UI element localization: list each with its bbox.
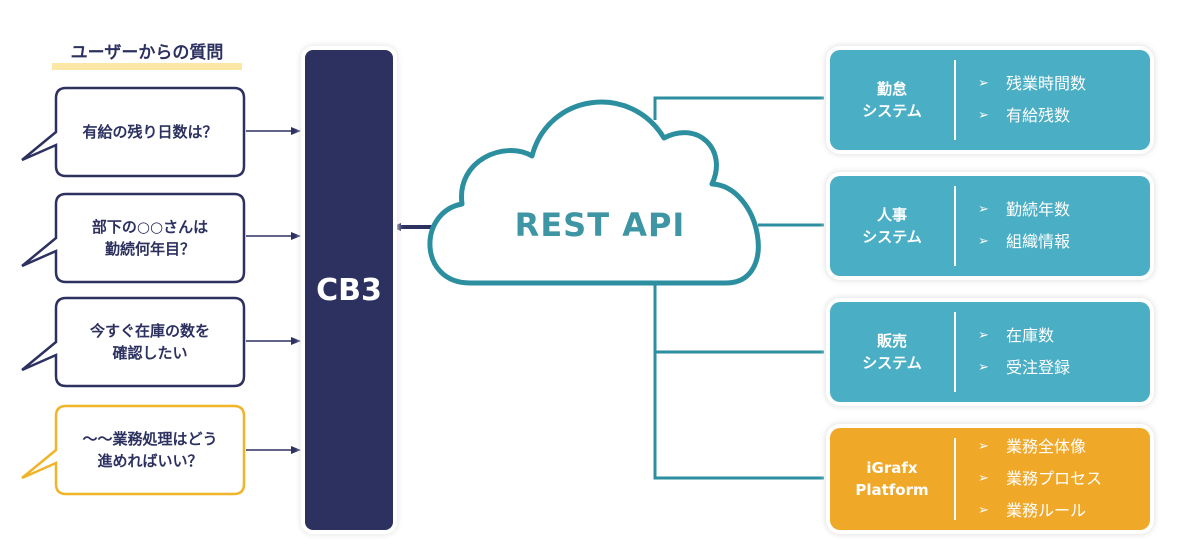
question-text-2: 部下の○○さんは 勤続何年目？: [91, 218, 209, 258]
divider: [954, 438, 956, 520]
system-box-igrafx: iGrafx Platform ➢業務全体像 ➢業務プロセス ➢業務ルール: [830, 428, 1150, 530]
cloud-shape: [427, 99, 761, 286]
system-box-hr: 人事 システム ➢勤続年数 ➢組織情報: [830, 176, 1150, 276]
arrowhead-bullet-icon: ➢: [978, 439, 989, 454]
arrowhead-bullet-icon: ➢: [978, 76, 989, 91]
list-item: ➢受注登録: [978, 352, 1150, 384]
arrowhead-bullet-icon: ➢: [978, 503, 989, 518]
arrowhead-bullet-icon: ➢: [978, 234, 989, 249]
system-name: 勤怠 システム: [862, 80, 922, 120]
arrowhead-bullet-icon: ➢: [978, 328, 989, 343]
question-text-4: ～～業務処理はどう 進めればいい？: [82, 430, 218, 470]
arrowhead-bullet-icon: ➢: [978, 202, 989, 217]
list-item: ➢残業時間数: [978, 68, 1150, 100]
list-item: ➢業務ルール: [978, 495, 1150, 527]
list-item: ➢業務全体像: [978, 431, 1150, 463]
question-bubble-1: [21, 86, 246, 178]
divider: [954, 312, 956, 392]
connector-lines: [653, 96, 824, 480]
list-item: ➢有給残数: [978, 100, 1150, 132]
system-name: 販売 システム: [862, 332, 922, 372]
cb3-label: CB3: [316, 272, 382, 308]
list-item: ➢組織情報: [978, 226, 1150, 258]
section-title: ユーザーからの質問: [52, 40, 242, 70]
list-item: ➢業務プロセス: [978, 463, 1150, 495]
arrowhead-bullet-icon: ➢: [978, 360, 989, 375]
system-box-attendance: 勤怠 システム ➢残業時間数 ➢有給残数: [830, 50, 1150, 150]
rest-api-label: REST API: [514, 206, 686, 244]
question-bubble-4: [21, 404, 246, 496]
cb3-hub: CB3: [305, 50, 393, 530]
question-text-3: 今すぐ在庫の数を 確認したい: [89, 322, 210, 362]
list-item: ➢在庫数: [978, 320, 1150, 352]
list-item: ➢勤続年数: [978, 194, 1150, 226]
question-text-1: 有給の残り日数は？: [82, 123, 218, 141]
system-box-sales: 販売 システム ➢在庫数 ➢受注登録: [830, 302, 1150, 402]
question-bubble-3: [21, 296, 246, 388]
system-name: 人事 システム: [862, 206, 922, 246]
arrowhead-bullet-icon: ➢: [978, 471, 989, 486]
arrowhead-bullet-icon: ➢: [978, 108, 989, 123]
divider: [954, 60, 956, 140]
system-name: iGrafx Platform: [855, 459, 929, 499]
divider: [954, 186, 956, 266]
question-bubble-2: [21, 192, 246, 284]
